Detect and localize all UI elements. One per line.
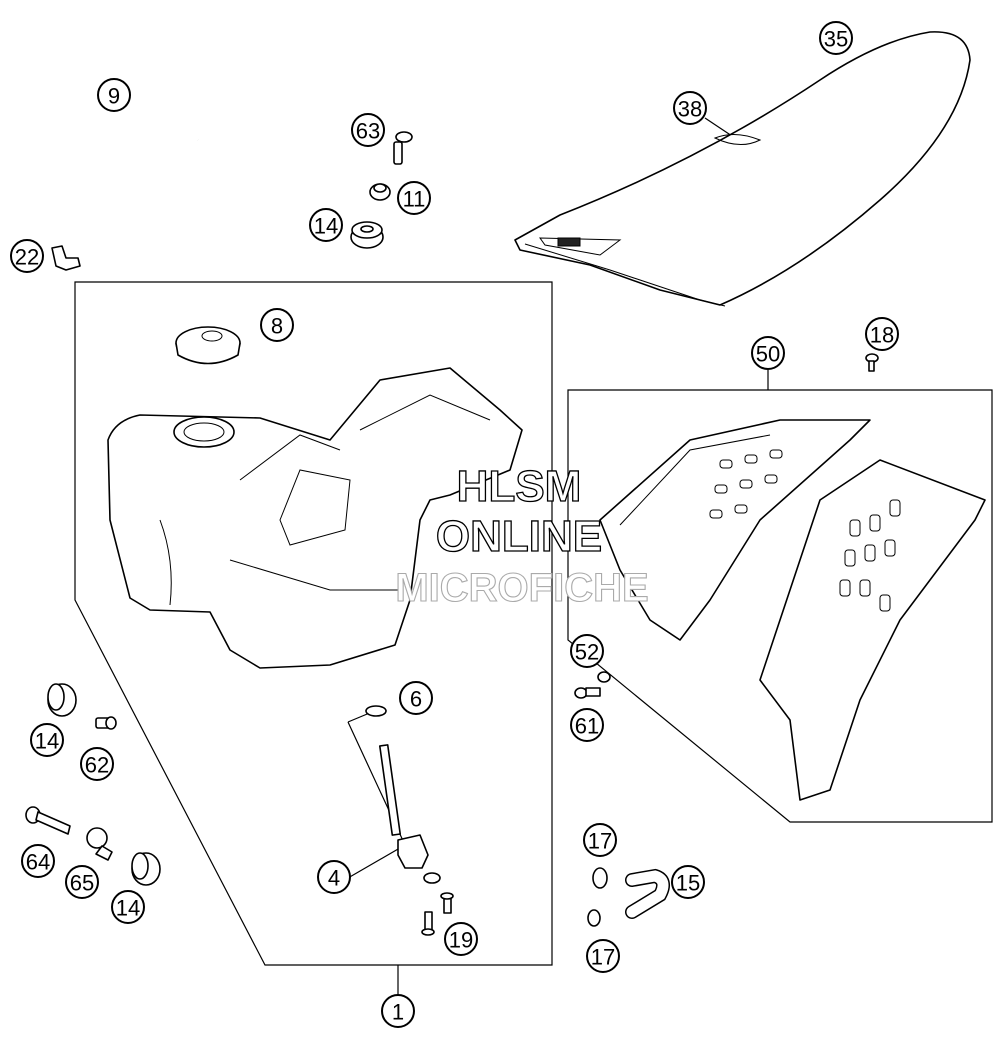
callout-1-label: 1 bbox=[392, 1000, 404, 1025]
callout-17-bottom-label: 17 bbox=[591, 945, 615, 970]
callout-4: 4 bbox=[317, 860, 351, 894]
callout-17-top-label: 17 bbox=[588, 829, 612, 854]
callout-22-label: 22 bbox=[15, 245, 39, 270]
fuel-cap bbox=[175, 326, 241, 365]
callout-17-top: 17 bbox=[583, 823, 617, 857]
callout-22: 22 bbox=[10, 239, 44, 273]
callout-38-label: 38 bbox=[678, 97, 702, 122]
hose-fitting bbox=[51, 245, 81, 271]
rubber-14-bottom bbox=[131, 852, 161, 886]
callout-64-label: 64 bbox=[26, 850, 50, 875]
callout-15-label: 15 bbox=[676, 871, 700, 896]
callout-18-label: 18 bbox=[870, 323, 894, 348]
screw-62 bbox=[95, 716, 117, 730]
callout-19-label: 19 bbox=[449, 928, 473, 953]
fuel-tank bbox=[107, 367, 523, 669]
callout-62: 62 bbox=[80, 747, 114, 781]
bolt-64 bbox=[25, 806, 71, 835]
hose-15 bbox=[625, 868, 670, 919]
hose-clamp-17-top bbox=[592, 867, 608, 889]
rubber-14-left bbox=[47, 683, 77, 717]
callout-11: 11 bbox=[397, 181, 431, 215]
callout-9: 9 bbox=[97, 78, 131, 112]
callout-14-bottom-label: 14 bbox=[116, 896, 140, 921]
bolt-61 bbox=[574, 687, 601, 699]
callout-1: 1 bbox=[381, 994, 415, 1028]
callout-35-label: 35 bbox=[824, 27, 848, 52]
callout-38: 38 bbox=[673, 91, 707, 125]
callout-61-label: 61 bbox=[575, 714, 599, 739]
callout-64: 64 bbox=[21, 844, 55, 878]
watermark-line2: ONLINE bbox=[436, 512, 602, 561]
callout-61: 61 bbox=[570, 708, 604, 742]
screw-63 bbox=[393, 131, 413, 165]
screws-19 bbox=[421, 892, 454, 936]
callout-14-top: 14 bbox=[309, 208, 343, 242]
callout-17-bottom: 17 bbox=[586, 939, 620, 973]
callout-14-top-label: 14 bbox=[314, 214, 338, 239]
seat bbox=[514, 31, 971, 307]
vent-hose bbox=[55, 103, 201, 249]
watermark: HLSM ONLINE MICROFICHE bbox=[395, 461, 649, 610]
callout-9-label: 9 bbox=[108, 84, 120, 109]
screw-18 bbox=[865, 353, 879, 372]
shroud-left bbox=[599, 419, 871, 641]
bushing-11 bbox=[369, 183, 391, 201]
watermark-line1: HLSM bbox=[457, 462, 582, 511]
leader-4 bbox=[347, 721, 406, 879]
callout-52-label: 52 bbox=[575, 640, 599, 665]
callout-50: 50 bbox=[751, 336, 785, 370]
callout-35: 35 bbox=[819, 21, 853, 55]
washer-52 bbox=[597, 671, 611, 683]
o-ring bbox=[365, 705, 387, 717]
callout-6-label: 6 bbox=[410, 687, 422, 712]
tank-group-outline bbox=[74, 281, 553, 966]
callout-8-label: 8 bbox=[271, 314, 283, 339]
callout-62-label: 62 bbox=[85, 753, 109, 778]
spacer-65 bbox=[86, 827, 113, 861]
callout-65-label: 65 bbox=[70, 871, 94, 896]
callout-19: 19 bbox=[444, 922, 478, 956]
callout-8: 8 bbox=[260, 308, 294, 342]
callout-50-label: 50 bbox=[756, 342, 780, 367]
callout-65: 65 bbox=[65, 865, 99, 899]
callout-14-bottom: 14 bbox=[111, 890, 145, 924]
callout-4-label: 4 bbox=[328, 866, 340, 891]
callout-14-left-label: 14 bbox=[35, 729, 59, 754]
callout-63: 63 bbox=[351, 113, 385, 147]
callout-15: 15 bbox=[671, 865, 705, 899]
callout-11-label: 11 bbox=[403, 187, 426, 212]
watermark-line3: MICROFICHE bbox=[395, 566, 648, 610]
fuel-tap bbox=[378, 744, 441, 884]
rubber-14-top bbox=[350, 221, 384, 249]
shroud-right bbox=[759, 459, 986, 801]
callout-63-label: 63 bbox=[356, 119, 380, 144]
callout-6: 6 bbox=[399, 681, 433, 715]
callout-18: 18 bbox=[865, 317, 899, 351]
hose-clamp-17-bottom bbox=[587, 909, 601, 927]
callout-52: 52 bbox=[570, 634, 604, 668]
callout-14-left: 14 bbox=[30, 723, 64, 757]
shroud-group-outline bbox=[567, 389, 993, 823]
